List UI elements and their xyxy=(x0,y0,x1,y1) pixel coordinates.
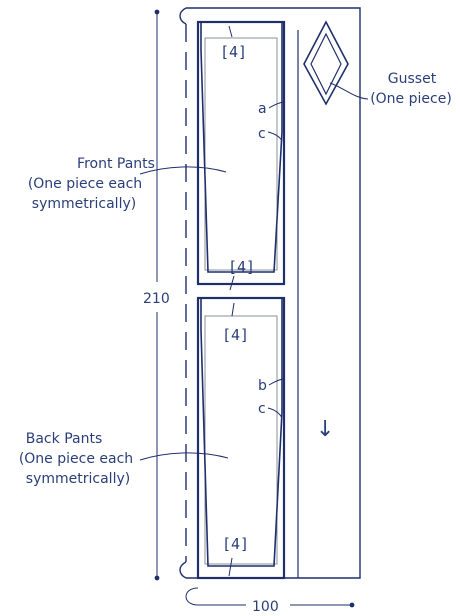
gusset-piece xyxy=(303,20,349,106)
back-seam-allowance-bottom: [4] xyxy=(222,535,249,553)
back-seam-allowance-top: [4] xyxy=(222,326,249,344)
gusset-label-line1: Gusset xyxy=(388,71,437,87)
front-pants-annotations: [4] [4] a c Front Pants (One piece each … xyxy=(28,43,284,276)
fabric-outline xyxy=(179,7,361,579)
dimension-endpoint-dot xyxy=(349,602,355,608)
front-seam-allowance-top: [4] xyxy=(220,43,247,61)
back-pants-annotations: [4] [4] b c Back Pants (One piece each s… xyxy=(19,326,284,553)
grainline-arrow: ↓ xyxy=(316,417,334,442)
dimension-endpoint-dot xyxy=(154,9,160,15)
height-label: 210 xyxy=(143,291,170,307)
back-pants-label-line2: (One piece each xyxy=(19,451,133,467)
front-pants-label-line2: (One piece each xyxy=(28,176,142,192)
back-mark-c: c xyxy=(258,401,266,417)
front-pants-label-line1: Front Pants xyxy=(77,156,155,172)
height-dimension: 210 xyxy=(143,9,170,581)
back-mark-b: b xyxy=(258,378,267,394)
width-label: 100 xyxy=(252,599,279,615)
back-pants-label-line3: symmetrically) xyxy=(26,471,130,487)
front-seam-allowance-bottom: [4] xyxy=(228,258,255,276)
gusset-annotations: Gusset (One piece) xyxy=(329,71,452,107)
dimension-endpoint-dot xyxy=(154,575,160,581)
front-pants-label-line3: symmetrically) xyxy=(32,196,136,212)
back-pants-piece xyxy=(196,296,286,580)
back-pants-label-line1: Back Pants xyxy=(26,431,103,447)
width-dimension: 100 xyxy=(185,587,355,615)
front-mark-c: c xyxy=(258,126,266,142)
front-pants-piece xyxy=(196,20,286,291)
front-mark-a: a xyxy=(258,101,267,117)
gusset-label-line2: (One piece) xyxy=(370,91,452,107)
